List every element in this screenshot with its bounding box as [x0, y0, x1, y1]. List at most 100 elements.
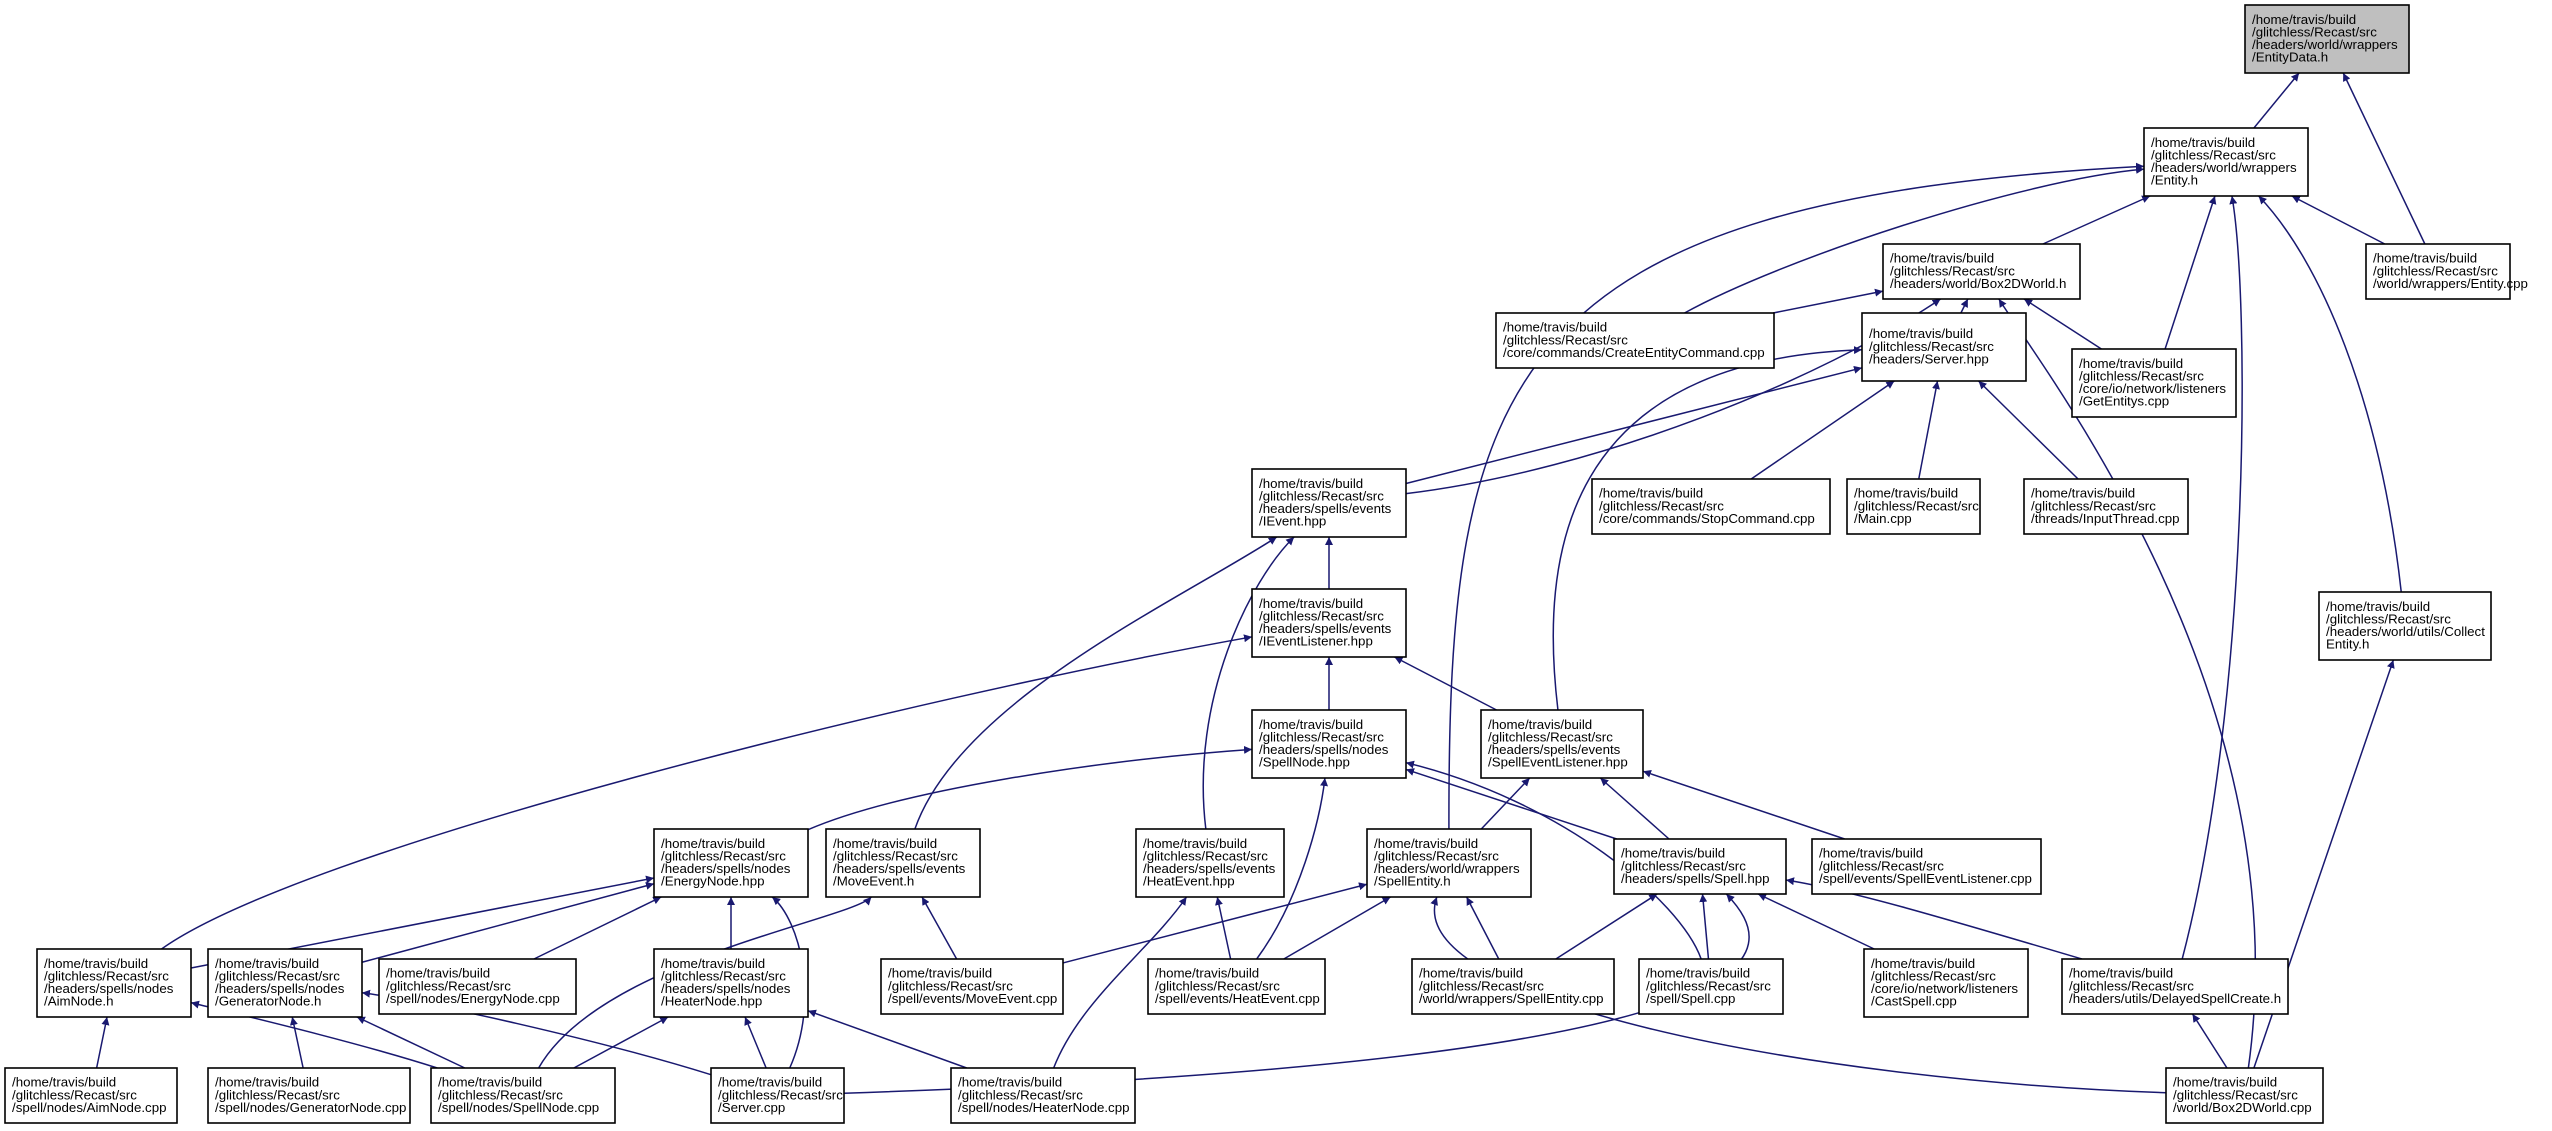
node-server-cpp[interactable]: /home/travis/build/glitchless/Recast/src… — [710, 1067, 845, 1124]
node-createentitycommand-cpp[interactable]: /home/travis/build/glitchless/Recast/src… — [1495, 312, 1775, 369]
node-label-line: /home/travis/build — [1871, 956, 1975, 971]
node-spell-hpp[interactable]: /home/travis/build/glitchless/Recast/src… — [1613, 838, 1787, 895]
node-label-line: /home/travis/build — [1488, 717, 1592, 732]
node-label-line: /glitchless/Recast/src — [2252, 25, 2377, 40]
node-main-cpp[interactable]: /home/travis/build/glitchless/Recast/src… — [1846, 478, 1981, 535]
edge-moveevent-h-to-ievent-hpp — [914, 536, 1278, 830]
node-spellentity-cpp[interactable]: /home/travis/build/glitchless/Recast/src… — [1411, 958, 1615, 1015]
node-box-generatornode-cpp — [207, 1067, 411, 1124]
node-ieventlistener-hpp[interactable]: /home/travis/build/glitchless/Recast/src… — [1251, 588, 1407, 658]
node-moveevent-h[interactable]: /home/travis/build/glitchless/Recast/src… — [825, 828, 981, 898]
node-label-line: /glitchless/Recast/src — [718, 1087, 843, 1102]
edge-heaternode-cpp-to-heatevent-hpp — [1052, 896, 1188, 1069]
node-label-line: /glitchless/Recast/src — [1259, 489, 1384, 504]
node-label-line: /spell/nodes/HeaterNode.cpp — [958, 1100, 1130, 1115]
node-heaternode-hpp[interactable]: /home/travis/build/glitchless/Recast/src… — [653, 948, 809, 1018]
node-generatornode-cpp[interactable]: /home/travis/build/glitchless/Recast/src… — [207, 1067, 411, 1124]
node-label-line: /SpellEventListener.hpp — [1488, 755, 1628, 770]
node-spellentity-h[interactable]: /home/travis/build/glitchless/Recast/src… — [1366, 828, 1532, 898]
edge-server-cpp-to-heaternode-hpp — [744, 1016, 767, 1069]
node-label-line: /core/commands/CreateEntityCommand.cpp — [1503, 345, 1765, 360]
node-label-line: /spell/events/SpellEventListener.cpp — [1819, 871, 2032, 886]
node-getentitys-cpp[interactable]: /home/travis/build/glitchless/Recast/src… — [2071, 348, 2237, 418]
node-box-spelleventlistener-cpp — [1811, 838, 2042, 895]
node-label-line: /Server.cpp — [718, 1100, 785, 1115]
node-label-line: /glitchless/Recast/src — [1854, 498, 1979, 513]
node-box-heatevent-cpp — [1147, 958, 1326, 1015]
edge-collectentity-h-to-entity-h — [2258, 195, 2402, 593]
node-entity-cpp[interactable]: /home/travis/build/glitchless/Recast/src… — [2365, 243, 2528, 300]
node-box-energynode-hpp — [653, 828, 809, 898]
node-ievent-hpp[interactable]: /home/travis/build/glitchless/Recast/src… — [1251, 468, 1407, 538]
node-entitydata-h[interactable]: /home/travis/build/glitchless/Recast/src… — [2244, 4, 2410, 74]
node-label-line: /IEventListener.hpp — [1259, 634, 1373, 649]
edge-spelleventlistener-hpp-to-ieventlistener-hpp — [1394, 656, 1497, 711]
node-label-line: /glitchless/Recast/src — [1374, 849, 1499, 864]
node-label-line: /headers/spells/events — [1259, 621, 1392, 636]
node-label-line: /glitchless/Recast/src — [1488, 730, 1613, 745]
edge-moveevent-cpp-to-spellentity-h — [1062, 882, 1368, 964]
node-collectentity-h[interactable]: /home/travis/build/glitchless/Recast/src… — [2318, 591, 2492, 661]
node-label-line: /headers/spells/nodes — [44, 981, 174, 996]
node-label-line: /CastSpell.cpp — [1871, 994, 1957, 1009]
node-label-line: /home/travis/build — [1854, 486, 1958, 501]
node-moveevent-cpp[interactable]: /home/travis/build/glitchless/Recast/src… — [880, 958, 1064, 1015]
node-label-line: /home/travis/build — [1503, 320, 1607, 335]
edge-createentitycommand-cpp-to-box2dworld-h — [1772, 288, 1884, 314]
node-box-collectentity-h — [2318, 591, 2492, 661]
node-label-line: /SpellNode.hpp — [1259, 755, 1350, 770]
node-label-line: /glitchless/Recast/src — [438, 1087, 563, 1102]
node-spelleventlistener-hpp[interactable]: /home/travis/build/glitchless/Recast/src… — [1480, 709, 1644, 779]
node-server-hpp[interactable]: /home/travis/build/glitchless/Recast/src… — [1861, 312, 2027, 382]
node-aimnode-cpp[interactable]: /home/travis/build/glitchless/Recast/src… — [4, 1067, 178, 1124]
node-label-line: /glitchless/Recast/src — [1155, 978, 1280, 993]
node-heatevent-hpp[interactable]: /home/travis/build/glitchless/Recast/src… — [1135, 828, 1285, 898]
node-box-spellentity-h — [1366, 828, 1532, 898]
node-label-line: /glitchless/Recast/src — [888, 978, 1013, 993]
node-aimnode-h[interactable]: /home/travis/build/glitchless/Recast/src… — [36, 948, 192, 1018]
node-label-line: /headers/spells/nodes — [661, 861, 791, 876]
edge-entity-h-to-entitydata-h — [2253, 72, 2300, 129]
edge-getentitys-cpp-to-entity-h — [2164, 195, 2217, 350]
node-box-box2dworld-h — [1882, 243, 2081, 300]
node-label-line: /glitchless/Recast/src — [1259, 609, 1384, 624]
node-label-line: /spell/nodes/AimNode.cpp — [12, 1100, 166, 1115]
node-box-heatevent-hpp — [1135, 828, 1285, 898]
node-label-line: /home/travis/build — [1419, 966, 1523, 981]
node-label-line: /glitchless/Recast/src — [1503, 332, 1628, 347]
node-label-line: /glitchless/Recast/src — [2069, 978, 2194, 993]
node-castspell-cpp[interactable]: /home/travis/build/glitchless/Recast/src… — [1863, 948, 2029, 1018]
node-delayedspellcreate-h[interactable]: /home/travis/build/glitchless/Recast/src… — [2061, 958, 2289, 1015]
node-label-line: /headers/spells/events — [1488, 742, 1621, 757]
node-box2dworld-cpp[interactable]: /home/travis/build/glitchless/Recast/src… — [2165, 1067, 2324, 1124]
node-box-stopcommand-cpp — [1591, 478, 1831, 535]
node-label-line: /home/travis/build — [1155, 966, 1259, 981]
node-box-spellentity-cpp — [1411, 958, 1615, 1015]
node-box-delayedspellcreate-h — [2061, 958, 2289, 1015]
node-label-line: /MoveEvent.h — [833, 874, 914, 889]
node-label-line: /headers/world/wrappers — [2151, 160, 2297, 175]
node-spell-cpp[interactable]: /home/travis/build/glitchless/Recast/src… — [1638, 958, 1784, 1015]
node-energynode-hpp[interactable]: /home/travis/build/glitchless/Recast/src… — [653, 828, 809, 898]
node-label-line: /glitchless/Recast/src — [2373, 263, 2498, 278]
node-spellnode-cpp[interactable]: /home/travis/build/glitchless/Recast/src… — [430, 1067, 616, 1124]
node-label-line: /glitchless/Recast/src — [2151, 148, 2276, 163]
node-label-line: /spell/nodes/EnergyNode.cpp — [386, 991, 560, 1006]
edge-spellentity-cpp-to-spellentity-h — [1465, 896, 1500, 960]
node-stopcommand-cpp[interactable]: /home/travis/build/glitchless/Recast/src… — [1591, 478, 1831, 535]
edge-box2dworld-h-to-entity-h — [2042, 195, 2151, 245]
node-heatevent-cpp[interactable]: /home/travis/build/glitchless/Recast/src… — [1147, 958, 1326, 1015]
node-heaternode-cpp[interactable]: /home/travis/build/glitchless/Recast/src… — [950, 1067, 1136, 1124]
node-spellnode-hpp[interactable]: /home/travis/build/glitchless/Recast/src… — [1251, 709, 1407, 779]
node-label-line: /world/wrappers/Entity.cpp — [2373, 276, 2528, 291]
node-generatornode-h[interactable]: /home/travis/build/glitchless/Recast/src… — [207, 948, 363, 1018]
node-box-spellnode-cpp — [430, 1067, 616, 1124]
node-box-main-cpp — [1846, 478, 1981, 535]
node-label-line: /home/travis/build — [12, 1075, 116, 1090]
node-label-line: /spell/Spell.cpp — [1646, 991, 1735, 1006]
node-entity-h[interactable]: /home/travis/build/glitchless/Recast/src… — [2143, 127, 2309, 197]
node-spelleventlistener-cpp[interactable]: /home/travis/build/glitchless/Recast/src… — [1811, 838, 2042, 895]
node-box2dworld-h[interactable]: /home/travis/build/glitchless/Recast/src… — [1882, 243, 2081, 300]
node-energynode-cpp[interactable]: /home/travis/build/glitchless/Recast/src… — [378, 958, 577, 1015]
node-inputthread-cpp[interactable]: /home/travis/build/glitchless/Recast/src… — [2023, 478, 2189, 535]
